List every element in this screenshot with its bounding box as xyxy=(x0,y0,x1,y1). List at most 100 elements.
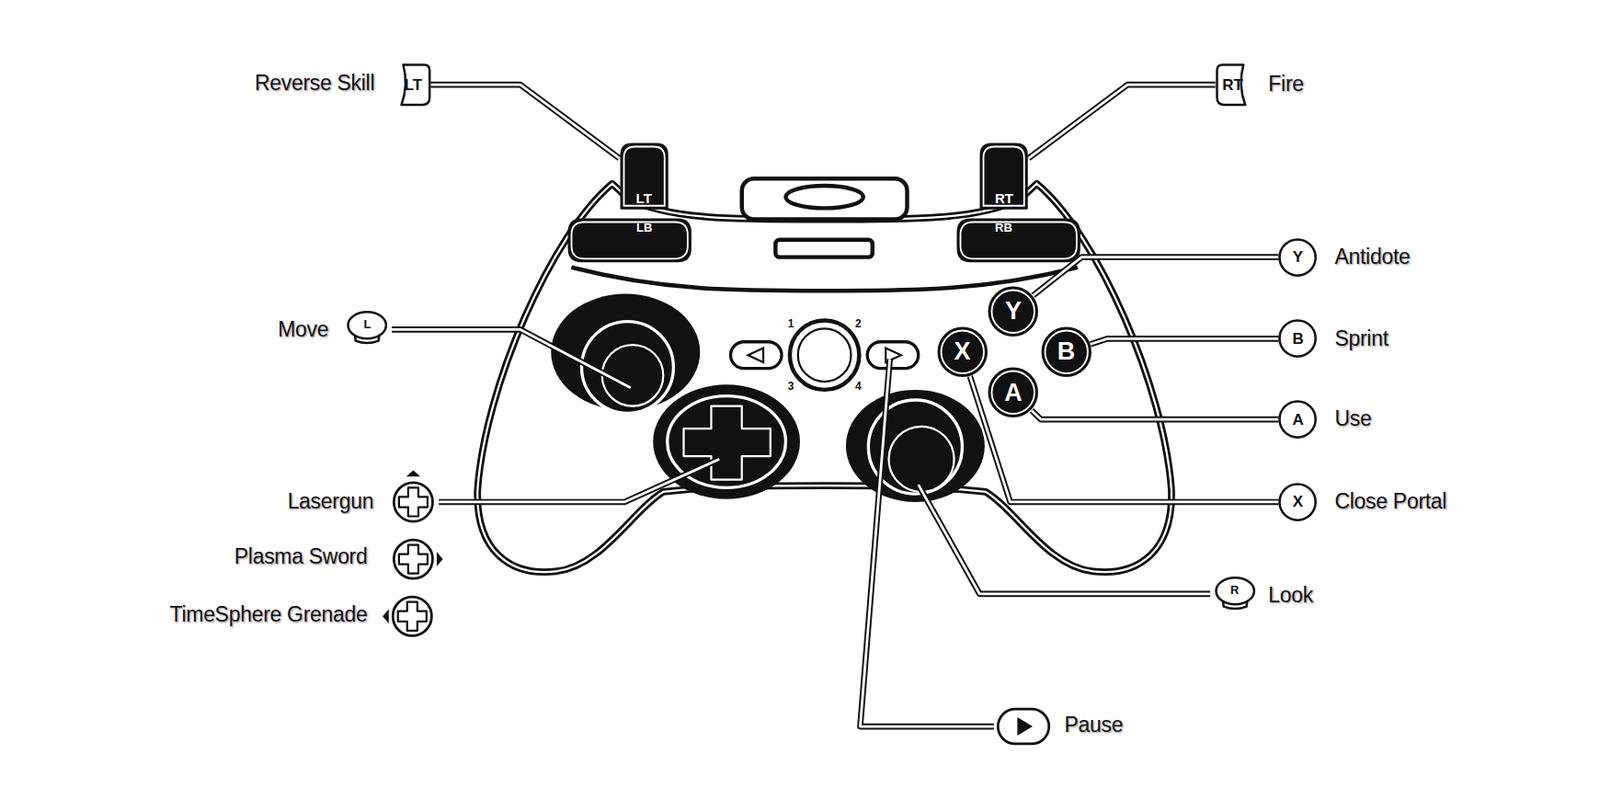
face-button-body xyxy=(937,328,986,377)
leader-connector xyxy=(970,376,1280,503)
left-stick-base xyxy=(550,294,700,412)
leader-line-inner xyxy=(859,359,994,727)
gamepad-body-inner-line xyxy=(477,183,1172,572)
trigger-button-body xyxy=(620,144,667,209)
stick-icon-body xyxy=(1215,577,1254,605)
leader-line-inner xyxy=(1031,410,1280,420)
button-letter: LT xyxy=(404,77,423,93)
leader-line-inner xyxy=(970,376,1280,503)
button-icon-body xyxy=(1280,401,1316,438)
button-letter: L xyxy=(363,318,371,331)
face-button-body xyxy=(989,368,1038,417)
dpad-left-icon xyxy=(382,596,432,636)
button-icon: X xyxy=(1278,482,1317,522)
leader-line xyxy=(1090,338,1279,344)
control-label: Sprint xyxy=(1334,327,1388,351)
bumper-button-outline xyxy=(568,219,690,263)
leader-line-inner xyxy=(391,329,631,388)
trigger-icon-outline xyxy=(1216,64,1246,105)
bumper-button: LB xyxy=(567,217,692,263)
leader-line xyxy=(859,359,994,727)
gamepad-body xyxy=(477,183,1172,572)
leader-line xyxy=(1031,410,1280,420)
face-button-outline xyxy=(1041,328,1090,377)
start-button xyxy=(867,342,918,369)
face-button-ring xyxy=(992,289,1035,332)
button-icon-outline xyxy=(1280,483,1316,520)
button-icon-body xyxy=(1280,320,1316,357)
dpad-cross-icon xyxy=(399,545,428,574)
leader-connector xyxy=(1031,410,1280,420)
guide-button xyxy=(789,320,859,389)
leader-line xyxy=(391,329,631,388)
button-letter: X xyxy=(953,339,971,365)
button-letter: RB xyxy=(994,221,1013,234)
leader-line-inner xyxy=(1090,338,1279,344)
face-button-ring xyxy=(992,371,1035,414)
trigger-button-ring xyxy=(623,147,664,206)
button-letter: Y xyxy=(1292,249,1303,265)
icon-circle xyxy=(392,596,432,636)
control-label: TimeSphere Grenade xyxy=(170,603,368,627)
icon-circle xyxy=(393,539,433,579)
top-bridge xyxy=(742,178,908,219)
callout-number: 2 xyxy=(855,318,862,331)
callout-number: 1 xyxy=(788,318,795,331)
face-button-body xyxy=(989,286,1038,335)
button-icon-outline xyxy=(1280,320,1316,357)
control-label: Reverse Skill xyxy=(254,71,375,95)
button-letter: LB xyxy=(636,221,652,234)
bumper-button-shape xyxy=(956,217,1081,263)
trigger-button: LT xyxy=(619,142,669,210)
back-triangle xyxy=(747,347,764,363)
leader-line xyxy=(1028,84,1216,159)
control-label: Use xyxy=(1334,407,1372,431)
button-letter: X xyxy=(1292,493,1303,510)
trigger-icon-body xyxy=(400,64,430,105)
leader-line-inner xyxy=(1028,84,1216,159)
stick-icon-outline xyxy=(348,312,387,344)
icon-circle xyxy=(393,482,433,522)
button-icon: A xyxy=(1278,400,1317,439)
trigger-button-ring xyxy=(983,147,1025,206)
button-letter: A xyxy=(1004,380,1023,406)
trigger-icon: RT xyxy=(1215,63,1251,107)
right-stick-cap xyxy=(889,426,955,492)
top-port xyxy=(785,185,863,208)
leader-line-inner xyxy=(1033,257,1280,297)
button-letter: R xyxy=(1230,583,1239,596)
start-icon xyxy=(997,708,1049,744)
leader-line-inner xyxy=(438,458,720,503)
bumper-button-body xyxy=(957,219,1079,263)
button-letter: B xyxy=(1057,339,1076,365)
leader-connector xyxy=(1090,338,1279,344)
button-letter: LT xyxy=(636,191,652,206)
bumper-button: RB xyxy=(956,217,1081,263)
control-label: Fire xyxy=(1268,72,1303,96)
button-icon-body xyxy=(1280,483,1316,520)
stick-icon: L xyxy=(346,309,388,347)
button-letter: B xyxy=(1291,331,1303,347)
stick-icon: R xyxy=(1214,575,1256,613)
face-button: B xyxy=(1040,326,1092,378)
dpad-right-icon xyxy=(393,539,443,579)
face-button-ring xyxy=(940,331,983,374)
face-button-body xyxy=(1041,328,1090,377)
trigger-icon: LT xyxy=(396,63,432,107)
button-letter: RT xyxy=(1222,77,1244,93)
trigger-button-outline xyxy=(620,144,667,209)
dpad-cross-icon xyxy=(398,602,427,631)
control-label: Move xyxy=(277,318,329,342)
button-icon: Y xyxy=(1278,238,1317,277)
leader-line xyxy=(438,458,720,503)
button-icon-body xyxy=(1280,239,1316,275)
leader-line xyxy=(970,376,1280,503)
direction-caret xyxy=(436,551,444,567)
trigger-button: RT xyxy=(979,142,1029,210)
direction-caret xyxy=(406,470,422,478)
trigger-button-outline xyxy=(981,144,1028,209)
dpad-up-icon xyxy=(393,470,433,522)
right-stick-base xyxy=(845,389,985,503)
face-button: A xyxy=(987,366,1039,418)
